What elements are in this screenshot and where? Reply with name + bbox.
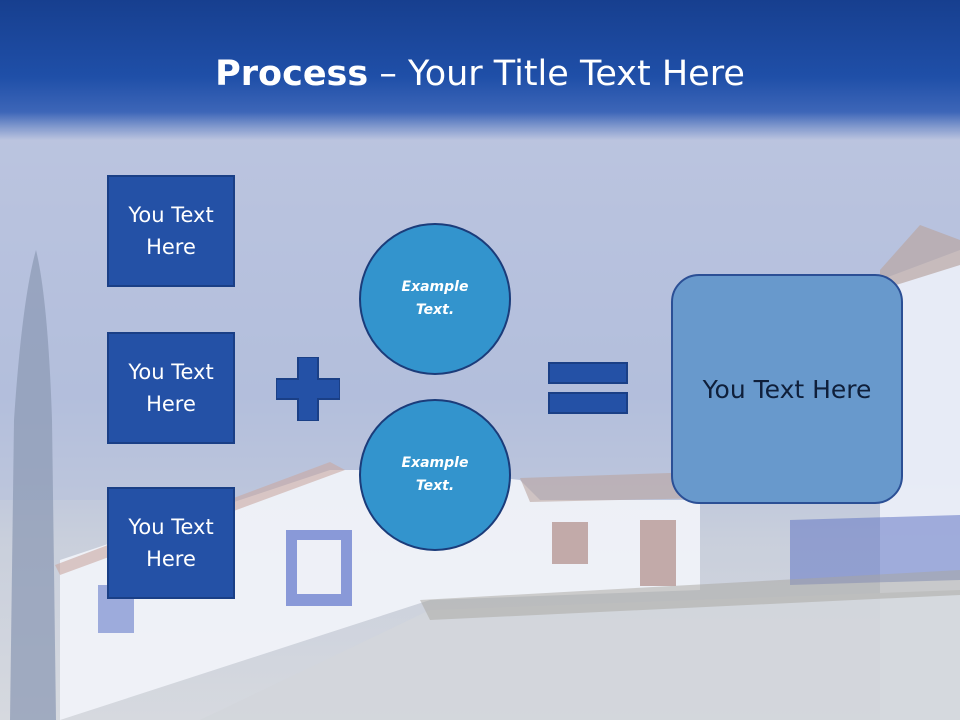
- input-box-1: You Text Here: [107, 175, 235, 287]
- header-bar: [0, 0, 960, 140]
- title-bold: Process: [215, 54, 369, 94]
- example-circle-1-label: Example Text.: [401, 279, 469, 318]
- input-box-2-label: You Text Here: [128, 360, 214, 416]
- input-box-3-label: You Text Here: [128, 515, 214, 571]
- input-box-3: You Text Here: [107, 487, 235, 599]
- plus-icon: [276, 357, 340, 421]
- result-box-label: You Text Here: [702, 374, 872, 404]
- example-circle-2: Example Text.: [359, 399, 511, 551]
- slide-title: Process – Your Title Text Here: [0, 50, 960, 98]
- result-box: You Text Here: [671, 274, 903, 504]
- example-circle-2-label: Example Text.: [401, 455, 469, 494]
- title-rest: – Your Title Text Here: [368, 54, 745, 94]
- example-circle-1: Example Text.: [359, 223, 511, 375]
- input-box-2: You Text Here: [107, 332, 235, 444]
- input-box-1-label: You Text Here: [128, 203, 214, 259]
- equals-icon: [548, 362, 628, 414]
